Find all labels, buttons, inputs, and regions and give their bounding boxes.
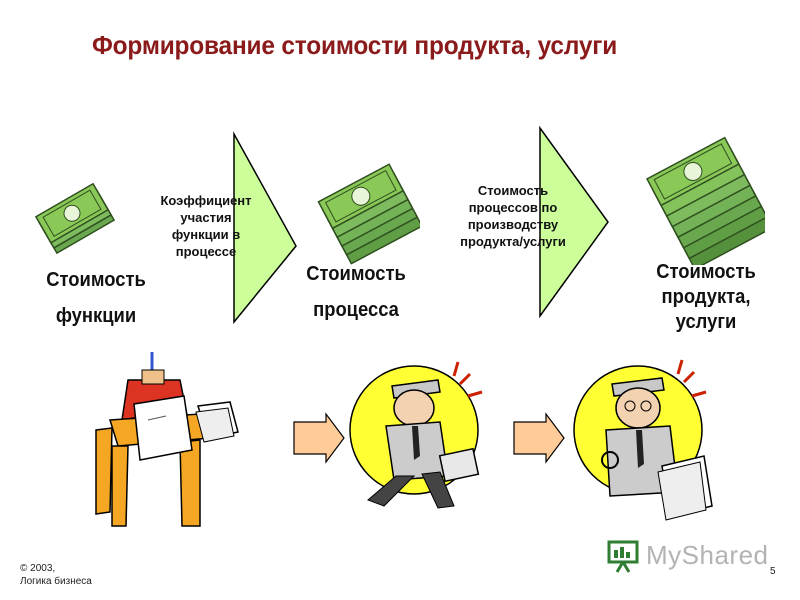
stage-3-label-line2: продукта, bbox=[661, 286, 751, 308]
stage-3-label-line3: услуги bbox=[675, 311, 737, 333]
slide-title: Формирование стоимости продукта, услуги bbox=[92, 30, 618, 60]
big-arrow-2-icon bbox=[539, 125, 609, 319]
copyright: © 2003, Логика бизнеса bbox=[20, 562, 92, 588]
watermark-logo: MyShared bbox=[606, 538, 770, 574]
stage-1-label-line1: Стоимость bbox=[46, 269, 146, 291]
big-arrow-1-icon bbox=[233, 131, 297, 325]
arrow-2-text: Стоимость процессов по производству прод… bbox=[460, 183, 566, 249]
person-at-desk-icon bbox=[95, 352, 239, 527]
stage-2-label-line1: Стоимость bbox=[306, 263, 406, 285]
man-with-documents-icon bbox=[573, 359, 713, 521]
arrow-1-text: Коэффициент участия функции в процессе bbox=[160, 193, 252, 259]
copyright-line2: Логика бизнеса bbox=[20, 576, 92, 587]
stage-3-label: Стоимость продукта, услуги bbox=[634, 260, 778, 335]
money-stack-large-icon bbox=[645, 136, 765, 265]
running-man-icon bbox=[349, 361, 483, 509]
page-number: 5 bbox=[770, 566, 776, 577]
money-stack-small-icon bbox=[34, 182, 116, 255]
stage-2-label-line2: процесса bbox=[313, 299, 399, 321]
copyright-line1: © 2003, bbox=[20, 563, 56, 574]
presentation-board-icon bbox=[607, 540, 639, 573]
stage-1-label-line2: функции bbox=[55, 305, 137, 327]
small-arrow-1-icon bbox=[293, 412, 345, 464]
small-arrow-2-icon bbox=[513, 412, 565, 464]
stage-3-label-line1: Стоимость bbox=[656, 261, 756, 283]
money-stack-medium-icon bbox=[317, 163, 420, 265]
stage-2-label: Стоимость процесса bbox=[290, 256, 422, 328]
stage-1-label: Стоимость функции bbox=[30, 262, 162, 334]
watermark-text: MyShared bbox=[646, 540, 769, 570]
